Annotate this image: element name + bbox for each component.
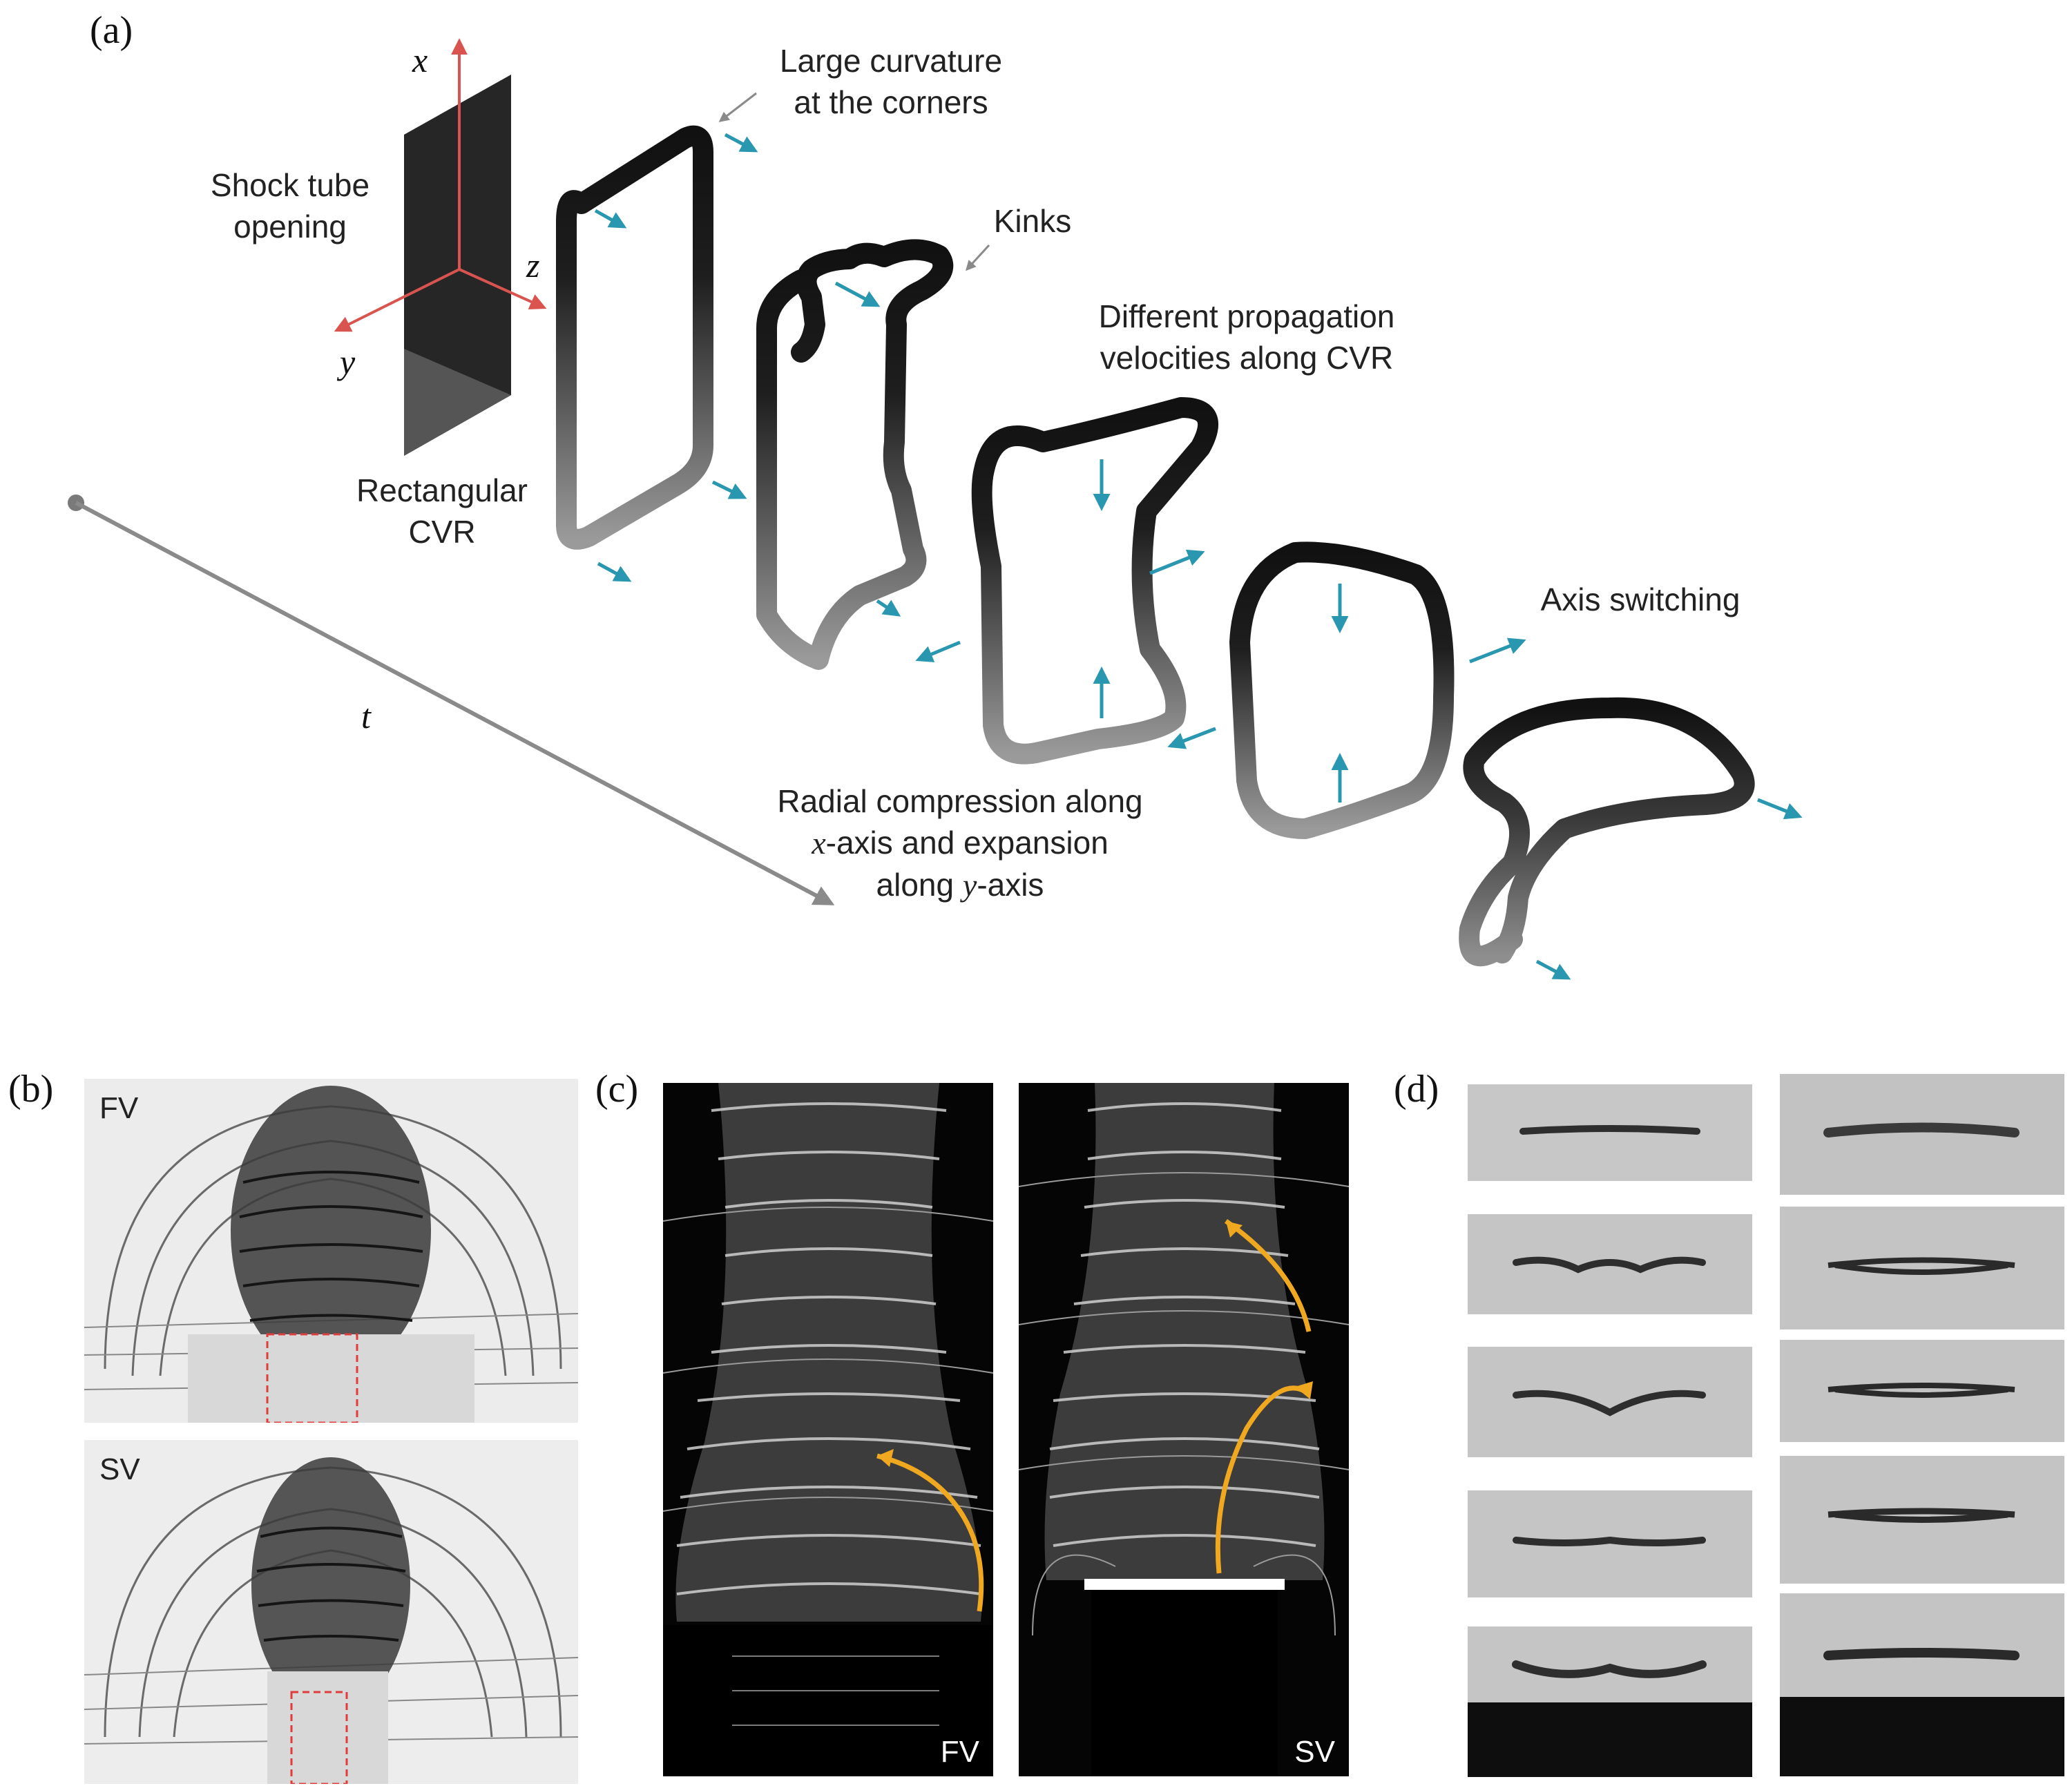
- panel-b-sv-label: SV: [99, 1452, 140, 1486]
- axis-label-t: t: [361, 697, 371, 736]
- velocity-arrows: [594, 133, 1803, 980]
- annotation-pointers: [718, 92, 990, 271]
- panel-d-frame-left-2: [1468, 1214, 1752, 1314]
- panel-d-frame-right-5: [1780, 1593, 2064, 1776]
- label-axis-switching: Axis switching: [1540, 582, 1740, 617]
- time-axis: [68, 494, 835, 905]
- panel-b-letter: (b): [8, 1068, 54, 1111]
- panel-c-sv-image: SV: [1019, 1083, 1349, 1776]
- axis-label-x: x: [412, 41, 428, 79]
- ring-rectangular: [556, 125, 713, 550]
- label-large-curvature: Large curvature at the corners: [779, 43, 1003, 120]
- axis-label-y: y: [340, 343, 356, 381]
- panel-d-frame-left-5: [1468, 1626, 1752, 1777]
- panel-b-fv-label: FV: [99, 1091, 139, 1125]
- panel-d-frame-left-3: [1468, 1347, 1752, 1457]
- panel-c-sv-label: SV: [1294, 1735, 1335, 1769]
- panel-d-frame-right-3: [1780, 1340, 2064, 1442]
- panel-c-fv-label: FV: [940, 1735, 979, 1769]
- panel-c-letter: (c): [595, 1068, 639, 1111]
- shock-tube-slab: [404, 75, 511, 456]
- label-propagation-velocities: Different propagation velocities along C…: [1098, 298, 1395, 376]
- label-kinks: Kinks: [993, 203, 1072, 239]
- ring-velocity: [971, 397, 1219, 765]
- ring-kinks: [756, 239, 954, 670]
- panel-d-frame-right-4: [1780, 1456, 2064, 1584]
- panel-d-letter: (d): [1394, 1068, 1439, 1111]
- panel-b-sv-image: SV: [84, 1440, 578, 1784]
- panel-a-diagram: [68, 38, 1803, 980]
- panel-d-frame-right-2: [1780, 1207, 2064, 1329]
- label-radial-compression: Radial compression along x-axis and expa…: [777, 783, 1143, 903]
- panel-d-frame-right-1: [1780, 1074, 2064, 1195]
- panel-c-fv-image: FV: [663, 1083, 993, 1776]
- panel-d-frame-left-1: [1468, 1084, 1752, 1181]
- label-shock-tube-opening: Shock tube opening: [210, 167, 370, 244]
- ring-oval: [1229, 541, 1455, 839]
- ring-axis-switching: [1459, 697, 1755, 967]
- panel-d-frame-left-4: [1468, 1490, 1752, 1597]
- axis-label-z: z: [526, 246, 540, 285]
- label-rectangular-cvr: Rectangular CVR: [356, 472, 528, 550]
- coordinate-axes: [334, 38, 547, 332]
- panel-a-letter: (a): [90, 9, 133, 52]
- panel-b-fv-image: FV: [84, 1079, 578, 1423]
